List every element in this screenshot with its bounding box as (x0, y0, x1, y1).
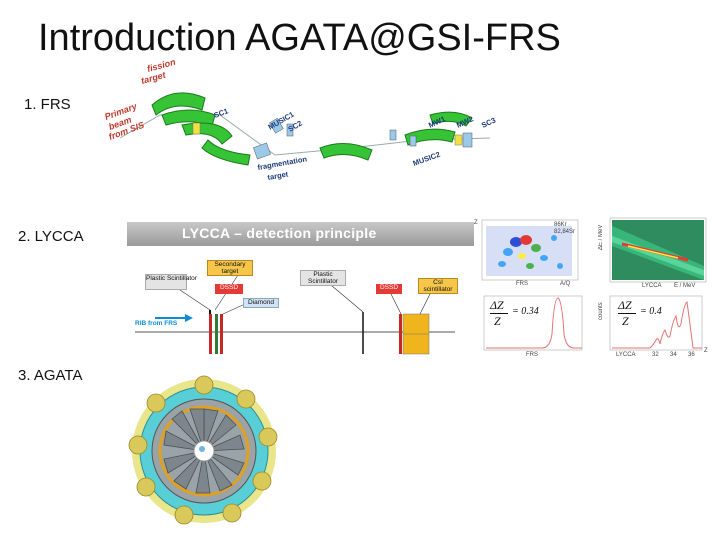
formula-value: = 0.4 (640, 306, 662, 317)
lycca-banner-title: LYCCA – detection principle (182, 225, 377, 241)
sc-detector (286, 123, 294, 137)
lycca-schematic-lines (135, 271, 455, 355)
axis-label-footer: FRS (516, 281, 528, 287)
axis-label-footer: FRS (526, 352, 538, 358)
label-nucleus-sr: 82,84Sr (554, 229, 576, 235)
label-target: target (140, 70, 168, 86)
label-plastic-scintillator: Plastic Scintillator (145, 274, 197, 290)
formula-value: = 0.34 (512, 306, 539, 317)
label-csi-scintillator: CsI scintillator (418, 278, 458, 294)
lycca-resolution-plot-area (609, 295, 703, 351)
x-tick-label: 36 (688, 352, 695, 358)
label-sc1: SC1 (213, 106, 230, 119)
formula-z: Z (622, 314, 629, 328)
axis-label-footer: LYCCA (642, 283, 662, 289)
dipole-magnet (151, 92, 206, 116)
label-nucleus-kr: 86Kr (554, 222, 567, 228)
axis-label-footer: LYCCA (616, 352, 636, 358)
lycca-id-plot-area (609, 217, 707, 283)
music-detector (269, 117, 284, 134)
frs-resolution-plot-area (483, 295, 583, 351)
formula-delta-z: ΔZ (490, 298, 504, 312)
target-marker (253, 142, 271, 160)
dipole-magnet (429, 111, 473, 127)
x-tick-label: 32 (652, 352, 659, 358)
fraction-bar (490, 313, 508, 314)
dipole-magnet (319, 143, 373, 161)
section-label-agata: 3. AGATA (18, 367, 83, 384)
label-mw1: MW1 (427, 114, 447, 130)
label-music2: MUSIC2 (412, 150, 442, 168)
x-tick-label: 34 (670, 352, 677, 358)
formula-z: Z (494, 314, 501, 328)
sc-detector (454, 134, 463, 146)
target-marker (192, 122, 201, 135)
dipole-magnet (201, 139, 251, 166)
axis-label-z: Z (474, 220, 478, 226)
dipole-magnet (404, 128, 456, 146)
lycca-schematic: Plastic Scintillator Secondary target DS… (135, 252, 470, 360)
lycca-identification-plot: ΔE / MeV LYCCA E / MeV (598, 216, 710, 292)
axis-label-de: ΔE / MeV (598, 224, 604, 250)
page-title: Introduction AGATA@GSI-FRS (38, 17, 561, 59)
formula-delta-z: ΔZ (618, 298, 632, 312)
label-rib-from-frs: RIB from FRS (135, 320, 178, 327)
axis-label-e: E / MeV (674, 283, 696, 289)
label-fragmentation: fragmentation (257, 154, 308, 172)
axis-label-counts: counts (598, 302, 604, 320)
frs-id-plot-area (481, 219, 579, 281)
label-diamond: Diamond (243, 298, 279, 308)
label-dssd: DSSD (376, 284, 402, 294)
frs-identification-plot: 86Kr 82,84Sr Z FRS A/Q (474, 218, 584, 290)
label-plastic-scintillator: Plastic Scintillator (300, 270, 346, 286)
axis-label-aq: A/Q (560, 281, 571, 287)
label-secondary-target: Secondary target (207, 260, 253, 276)
section-label-frs: 1. FRS (24, 96, 71, 113)
mw-detector (389, 129, 397, 141)
section-label-lycca: 2. LYCCA (18, 228, 84, 245)
label-frag-target: target (267, 169, 290, 182)
frs-beamline-diagram: fission target Primary beam from SIS SC1… (103, 60, 497, 182)
frs-resolution-plot: ΔZ Z = 0.34 FRS (482, 294, 586, 360)
agata-detector-array-image (128, 375, 278, 525)
lycca-resolution-plot: counts ΔZ Z = 0.4 LYCCA 32 34 36 Z (598, 294, 712, 360)
music-detector (462, 132, 473, 148)
axis-label-z: Z (704, 348, 708, 354)
mw-detector (409, 135, 417, 147)
fraction-bar (618, 313, 636, 314)
lycca-banner: LYCCA – detection principle (127, 222, 474, 246)
label-dssd: DSSD (215, 284, 243, 294)
label-sc3: SC3 (480, 115, 497, 129)
